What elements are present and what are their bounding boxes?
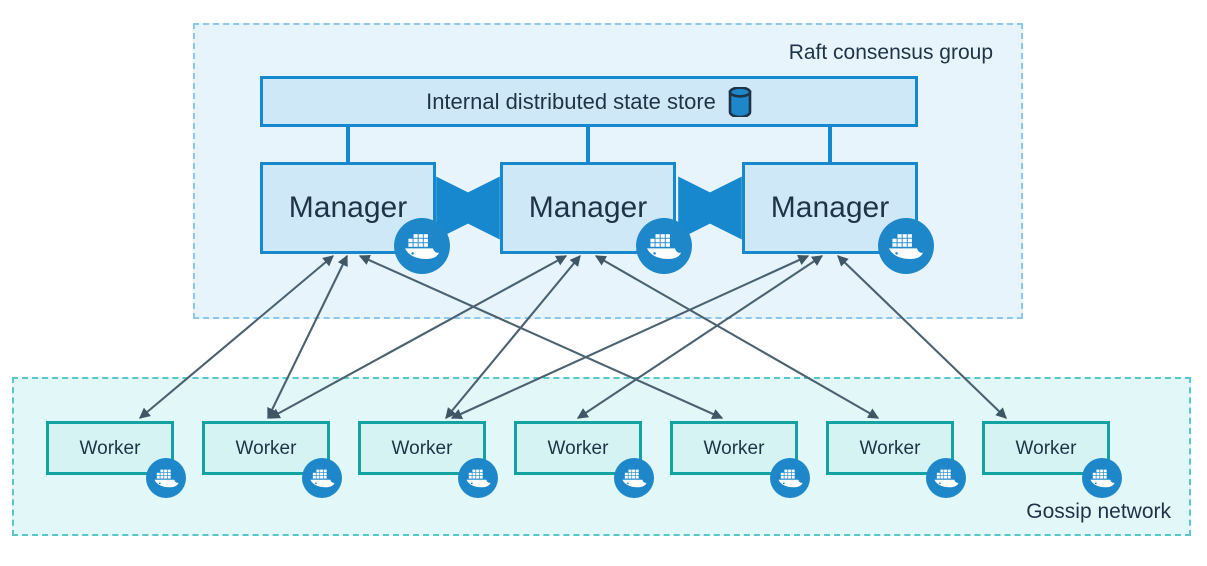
worker-node-3-label: Worker xyxy=(391,437,453,459)
docker-whale-icon xyxy=(146,458,186,498)
docker-whale-icon xyxy=(302,458,342,498)
raft-consensus-group-label: Raft consensus group xyxy=(788,41,993,64)
internal-state-store-label: Internal distributed state store xyxy=(426,88,716,114)
worker-node-1-label: Worker xyxy=(79,437,141,459)
docker-whale-icon xyxy=(878,218,934,274)
worker-node-3: Worker xyxy=(358,421,486,475)
docker-whale-icon xyxy=(1082,458,1122,498)
docker-whale-icon xyxy=(636,218,692,274)
manager-node-2-label: Manager xyxy=(528,191,648,224)
worker-node-5-label: Worker xyxy=(703,437,765,459)
worker-node-6-label: Worker xyxy=(859,437,921,459)
docker-whale-icon xyxy=(394,218,450,274)
docker-whale-icon xyxy=(614,458,654,498)
docker-whale-icon xyxy=(458,458,498,498)
worker-node-7-label: Worker xyxy=(1015,437,1077,459)
docker-whale-icon xyxy=(926,458,966,498)
internal-state-store-box: Internal distributed state store xyxy=(260,76,918,127)
gossip-network-label: Gossip network xyxy=(1026,500,1171,523)
docker-whale-icon xyxy=(770,458,810,498)
worker-node-5: Worker xyxy=(670,421,798,475)
worker-node-2-label: Worker xyxy=(235,437,297,459)
worker-node-4-label: Worker xyxy=(547,437,609,459)
database-cylinder-icon xyxy=(728,86,752,117)
manager-node-1-label: Manager xyxy=(288,191,408,224)
manager-node-3-label: Manager xyxy=(770,191,890,224)
